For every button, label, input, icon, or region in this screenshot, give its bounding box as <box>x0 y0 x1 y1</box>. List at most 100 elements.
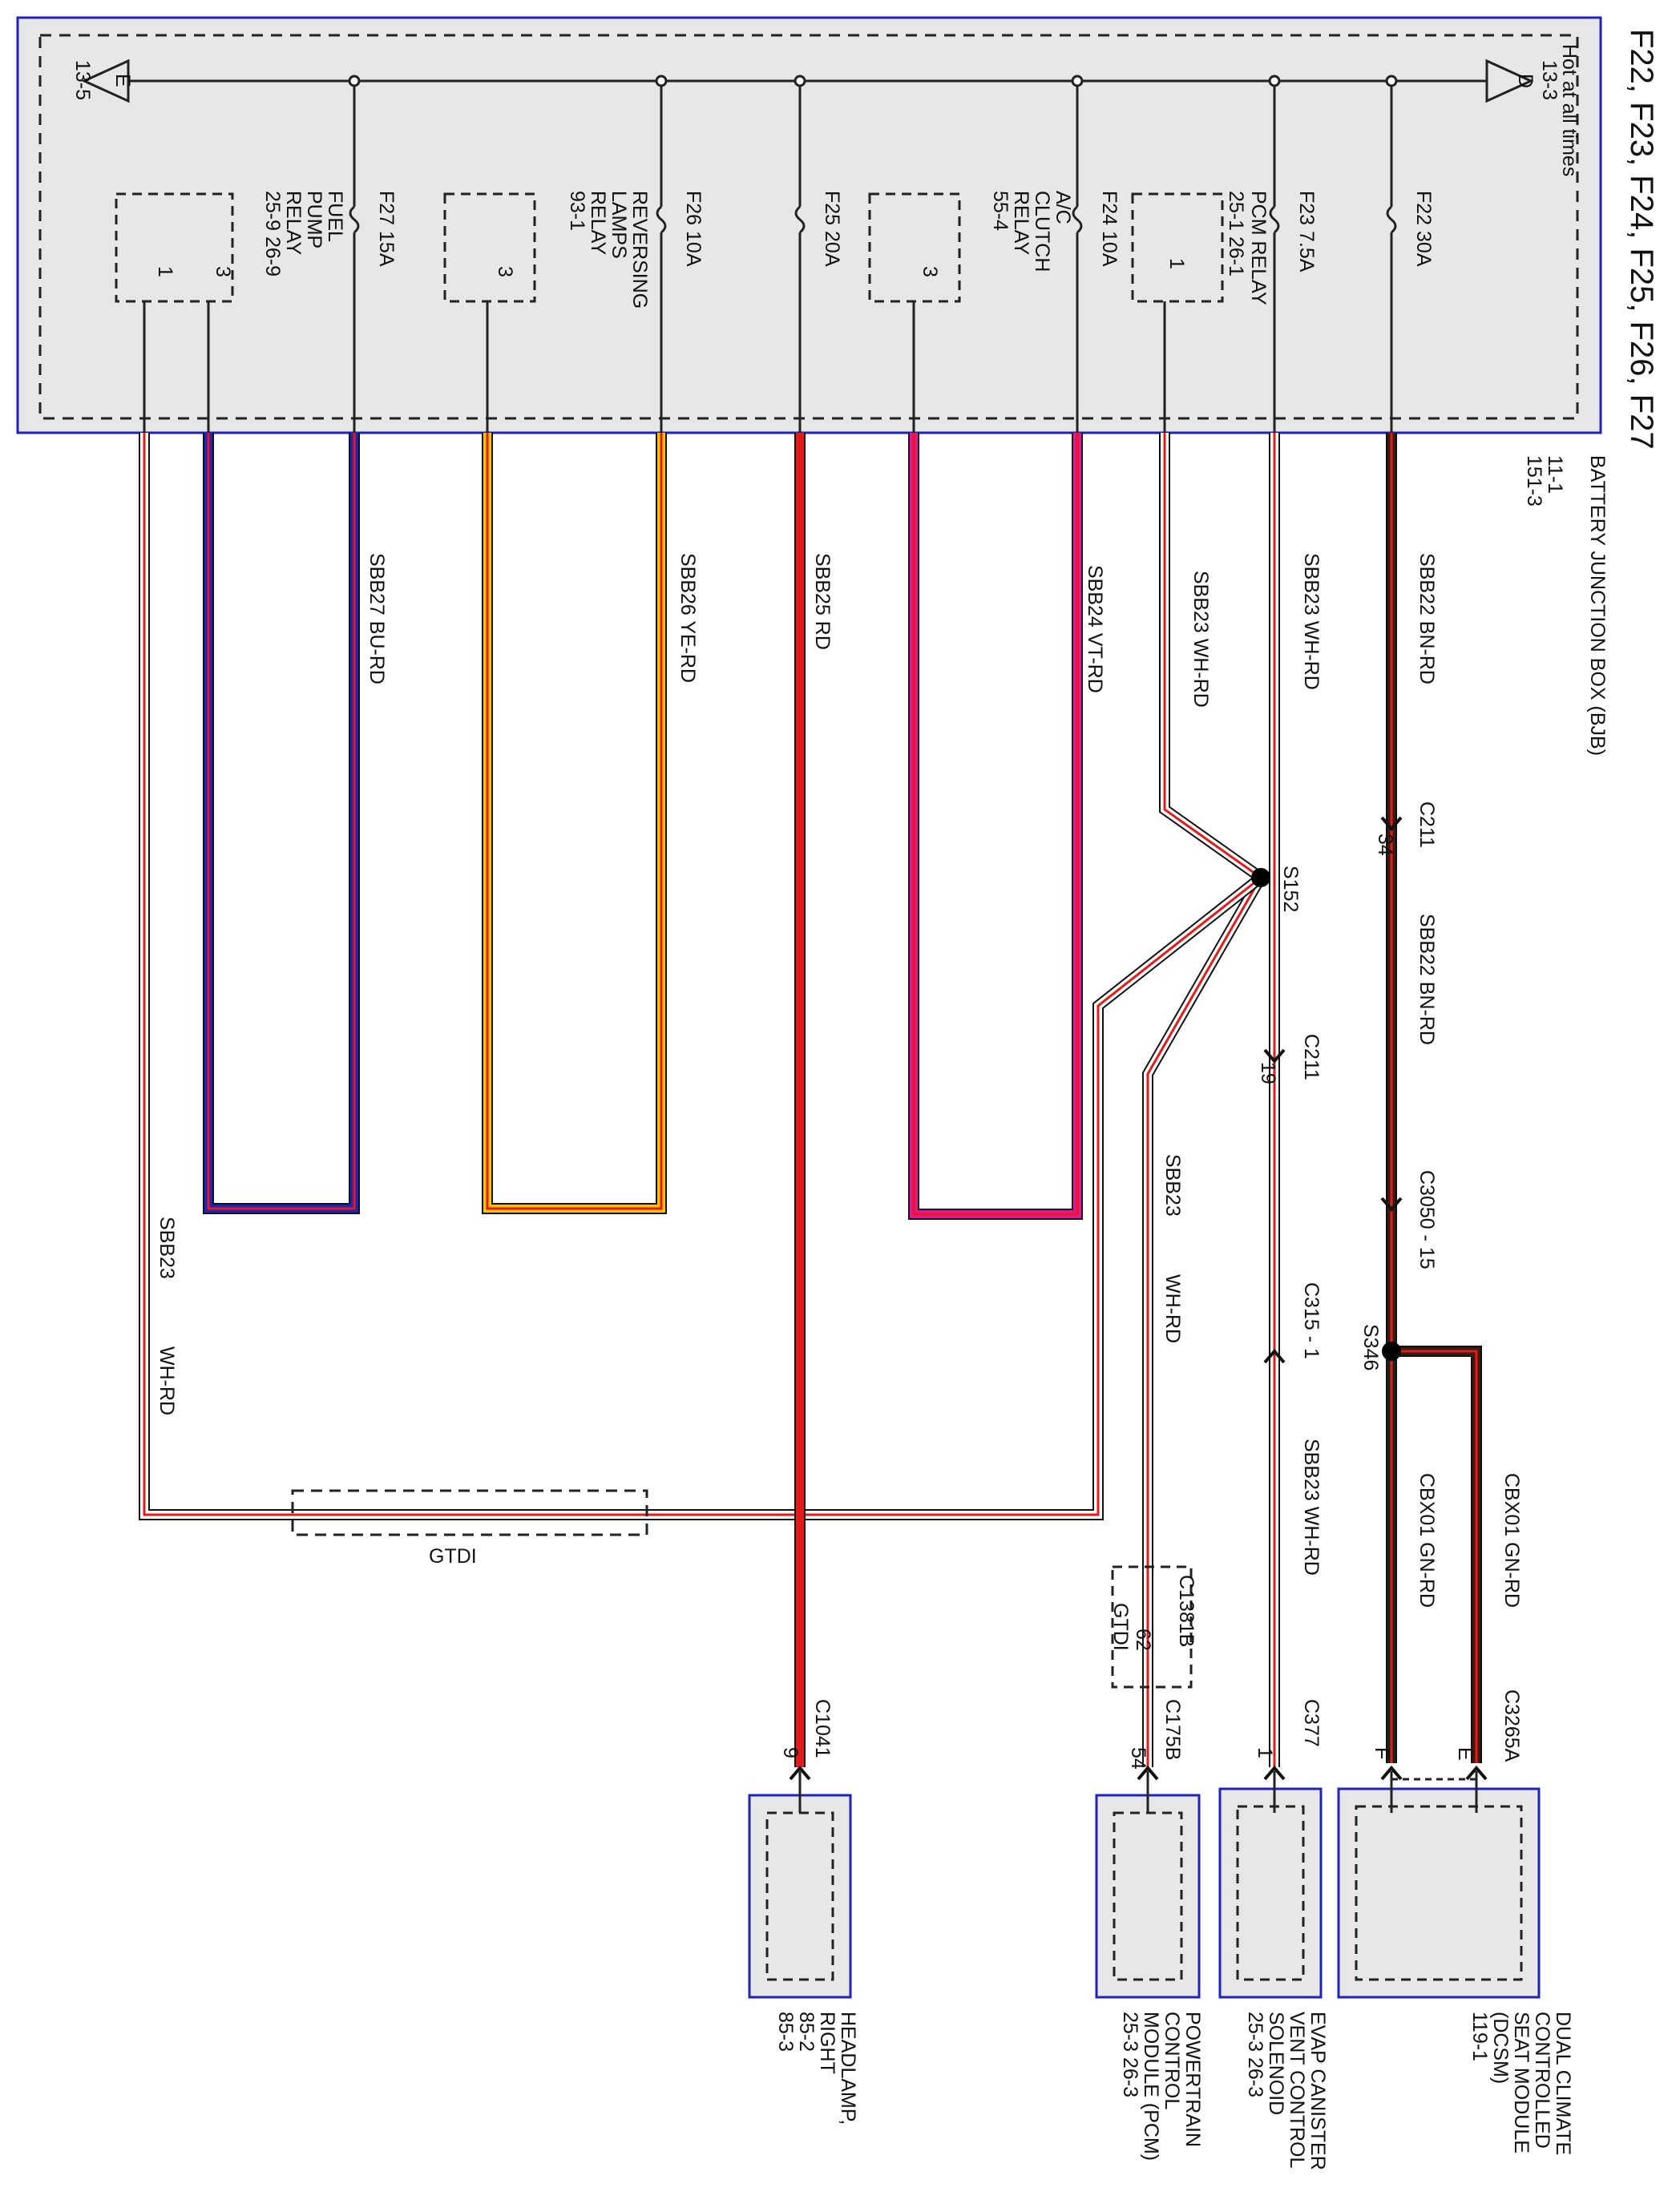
headlamp-right-ref-line-1: 85-2 <box>795 2012 818 2052</box>
fuel-relay-pin-b: 1 <box>154 266 176 277</box>
dcsm-label-line-4: (DCSM) <box>1489 2012 1512 2084</box>
wire-sbb26-base <box>483 433 665 1213</box>
wire-sbb23-pcm-relay-base <box>1161 433 1263 882</box>
label-sbb23-pcm-relay: SBB23 WH-RD <box>1189 571 1212 708</box>
splice-s346-label: S346 <box>1359 1324 1382 1370</box>
wire-sbb26-outline <box>482 433 667 1214</box>
fuse-symbol-f27 <box>349 205 360 234</box>
label-c3265a: C3265A <box>1500 1689 1523 1762</box>
c175b-chevron <box>1137 1765 1159 1781</box>
evap-solenoid-box <box>1218 1787 1323 1999</box>
label-c211-b-pin: 19 <box>1257 1062 1279 1084</box>
pcm-module-box <box>1095 1794 1201 1999</box>
c1381b-dashed-box <box>1111 1565 1193 1689</box>
fuse-label-f26: F26 10A <box>682 191 705 267</box>
wires <box>139 433 1488 1781</box>
label-c3265a-pin-f: F <box>1371 1747 1393 1759</box>
ac-relay-name-line-1: A/C <box>1052 191 1074 224</box>
splice-s346 <box>1382 1342 1401 1361</box>
wire-sbb24-outline <box>908 433 1083 1220</box>
label-sbb27: SBB27 BU-RD <box>365 553 388 684</box>
rev-relay-pin: 3 <box>494 266 516 277</box>
wire-sbb24-base <box>910 433 1081 1218</box>
c377-chevron <box>1263 1765 1286 1781</box>
ac-relay-name-line-3: RELAY <box>1010 191 1032 255</box>
label-cbx01-f: CBX01 GN-RD <box>1415 1473 1438 1608</box>
label-cbx01-e: CBX01 GN-RD <box>1500 1473 1523 1608</box>
splice-s152 <box>1251 868 1270 887</box>
evap-solenoid-label-line-1: EVAP CANISTER <box>1306 2012 1329 2170</box>
c3050-chevron <box>1380 1197 1403 1213</box>
dcsm-label-line-1: DUAL CLIMATE <box>1552 2012 1574 2155</box>
bus-flag-e-letter: E <box>111 74 134 87</box>
fuel-relay-name-line-3: RELAY <box>282 191 305 255</box>
label-c3050: C3050 - 15 <box>1415 1170 1438 1269</box>
pcm-module-label-line-2: CONTROL <box>1161 2012 1183 2109</box>
label-sbb24: SBB24 VT-RD <box>1084 565 1106 693</box>
label-c1041-pin: 9 <box>779 1747 802 1758</box>
bus-junction-f22 <box>1385 75 1398 87</box>
fuse-label-f23: F23 7.5A <box>1295 191 1318 272</box>
bjb-ref-line-1: 11-1 <box>1544 455 1566 494</box>
evap-solenoid-label-line-2: VENT CONTROL <box>1286 2012 1308 2168</box>
fuse-label-f25: F25 20A <box>821 191 843 267</box>
dcsm-ref: 119-1 <box>1468 2012 1491 2061</box>
bus-junction-f25 <box>794 75 806 87</box>
fuse-symbol-f25 <box>794 205 806 234</box>
pcm-relay-ref: 25-1 26-1 <box>1225 191 1247 276</box>
label-c1041: C1041 <box>811 1699 834 1758</box>
c211-b-chevron <box>1263 1048 1286 1064</box>
label-c175b-pin: 54 <box>1127 1747 1149 1770</box>
bus-flag-d-letter: D <box>1514 74 1537 88</box>
c211-a-chevron <box>1380 816 1403 832</box>
rev-relay-ref: 93-1 <box>566 191 588 231</box>
wire-sbb27-outline <box>203 433 360 1214</box>
label-sbb22-lower: SBB22 BN-RD <box>1415 914 1438 1045</box>
evap-solenoid-inner <box>1236 1805 1305 1981</box>
label-sbb26: SBB26 YE-RD <box>676 553 699 683</box>
splice-s152-label: S152 <box>1279 866 1302 912</box>
pcm-module-label-line-1: POWERTRAIN <box>1181 2012 1204 2147</box>
diagram-title: F22, F23, F24, F25, F26, F27 <box>1624 29 1659 450</box>
wire-sbb27-stripe <box>207 433 356 1210</box>
fuel-relay-name-line-2: PUMP <box>303 191 325 248</box>
label-c1381b: C1381B <box>1175 1575 1197 1647</box>
fuel-relay-pin-a: 3 <box>212 266 234 277</box>
pcm-module-label-line-3: MODULE (PCM) <box>1140 2012 1162 2161</box>
bus-flag-d-triangle <box>1485 59 1534 103</box>
rev-relay-name-line-1: REVERSING <box>628 191 651 309</box>
wire-sbb23-pcm-relay-outline <box>1159 433 1265 882</box>
bus-junction-f23 <box>1268 75 1281 87</box>
fuse-label-f27: F27 15A <box>375 191 398 267</box>
label-sbb23-fuel-color: WH-RD <box>155 1346 178 1415</box>
gtdi-dashed-box <box>291 1489 648 1536</box>
label-sbb23-main: SBB23 WH-RD <box>1300 553 1323 690</box>
wire-cbx01-e-stripe <box>1391 1350 1478 1763</box>
pcm-relay-name: PCM RELAY <box>1247 191 1270 305</box>
dcsm-box <box>1337 1787 1541 1999</box>
fuse-symbol-f24 <box>1072 205 1083 234</box>
evap-solenoid-ref: 25-3 26-3 <box>1244 2012 1266 2097</box>
label-sbb23-pcm-circuit: SBB23 <box>1161 1154 1184 1217</box>
label-c211-a-pin: 34 <box>1374 834 1396 856</box>
dcsm-label-line-2: CONTROLLED <box>1531 2012 1553 2149</box>
headlamp-right-label-line-2: RIGHT <box>816 2012 838 2074</box>
pcm-module-ref: 25-3 26-3 <box>1119 2012 1141 2097</box>
battery-junction-box <box>16 16 1602 434</box>
ac-relay-ref: 55-4 <box>989 191 1012 231</box>
c315-chevron <box>1263 1348 1286 1364</box>
headlamp-right-ref-line-2: 85-3 <box>774 2012 797 2052</box>
label-c1381b-pin: 62 <box>1132 1629 1154 1651</box>
bus-right-ref: 13-3 <box>1538 60 1561 100</box>
rev-relay-name-line-3: RELAY <box>587 191 609 255</box>
ac-relay-name-line-2: CLUTCH <box>1031 191 1053 272</box>
fuse-symbol-f22 <box>1386 205 1397 234</box>
wire-sbb23-fuel-stripe <box>143 433 1262 1516</box>
headlamp-right-label-line-1: HEADLAMP, <box>837 2012 859 2125</box>
bus-junction-f24 <box>1071 75 1084 87</box>
reversing-lamps-relay-box <box>443 192 536 303</box>
